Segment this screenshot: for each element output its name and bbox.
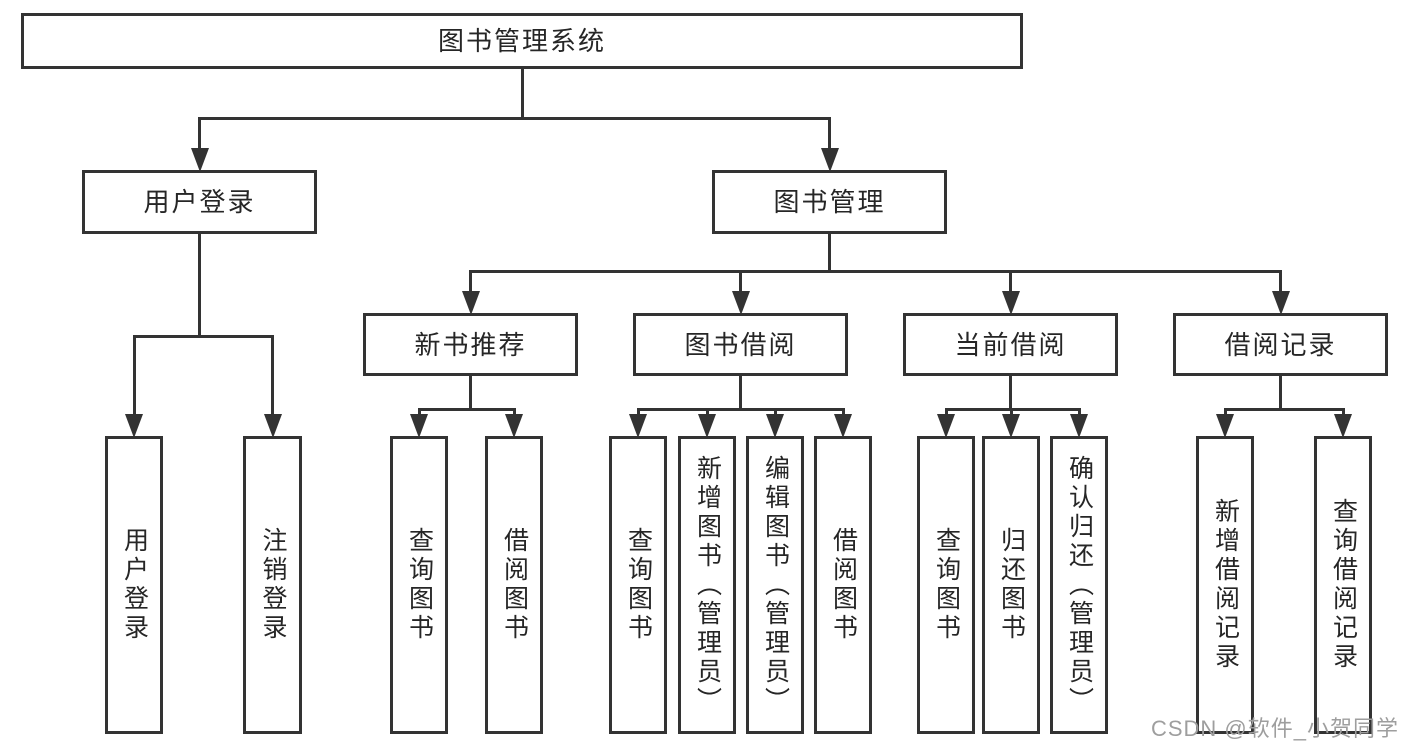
arrowhead-leaf-logout — [263, 414, 282, 438]
arrowhead-leaf-confirm-return — [1070, 414, 1088, 438]
connector-drop-leaf-edit-book — [773, 408, 777, 416]
node-label-new-book-rec: 新书推荐 — [414, 329, 527, 360]
node-label-book-borrow: 图书借阅 — [684, 329, 797, 360]
connector-feed-book-mgmt — [828, 234, 831, 273]
connector-drop-leaf-query-book-3 — [944, 408, 948, 416]
connector-drop-leaf-borrow-book-1 — [512, 408, 516, 416]
connector-drop-leaf-borrow-book-2 — [841, 408, 845, 416]
connector-drop-leaf-add-borrow-record — [1223, 408, 1227, 416]
node-leaf-borrow-book-2: 借阅图书 — [814, 436, 872, 734]
connector-bar-root — [198, 117, 831, 120]
node-label-leaf-add-book: 新增图书（管理员） — [693, 454, 722, 716]
node-leaf-user-login: 用户登录 — [105, 436, 163, 734]
arrowhead-book-borrow — [731, 291, 750, 315]
arrowhead-borrow-records — [1271, 291, 1290, 315]
connector-drop-new-book-rec — [469, 270, 472, 293]
node-leaf-add-book: 新增图书（管理员） — [678, 436, 736, 734]
node-leaf-add-borrow-record: 新增借阅记录 — [1196, 436, 1254, 734]
arrowhead-leaf-query-book-2 — [629, 414, 647, 438]
node-label-book-mgmt: 图书管理 — [773, 187, 886, 217]
node-label-root: 图书管理系统 — [437, 26, 606, 56]
connector-bar-current-borrow — [944, 408, 1081, 411]
arrowhead-leaf-user-login — [125, 414, 143, 438]
arrowhead-book-mgmt — [820, 148, 839, 172]
connector-drop-leaf-query-book-2 — [636, 408, 640, 416]
node-leaf-edit-book: 编辑图书（管理员） — [746, 436, 804, 734]
arrowhead-leaf-add-book — [698, 414, 716, 438]
node-label-leaf-borrow-book-2: 借阅图书 — [829, 527, 858, 643]
connector-feed-borrow-records — [1279, 376, 1282, 411]
node-leaf-return-book: 归还图书 — [982, 436, 1040, 734]
arrowhead-leaf-borrow-book-2 — [834, 414, 852, 438]
node-new-book-rec: 新书推荐 — [363, 313, 578, 376]
node-label-leaf-user-login: 用户登录 — [120, 527, 149, 643]
node-leaf-query-book-2: 查询图书 — [609, 436, 667, 734]
node-label-leaf-add-borrow-record: 新增借阅记录 — [1211, 498, 1240, 672]
node-book-mgmt: 图书管理 — [712, 170, 947, 234]
node-label-leaf-logout: 注销登录 — [259, 527, 287, 643]
arrowhead-leaf-edit-book — [766, 414, 784, 438]
connector-bar-book-mgmt — [469, 270, 1282, 273]
node-label-leaf-query-book-2: 查询图书 — [624, 527, 653, 643]
connector-bar-borrow-records — [1223, 408, 1345, 411]
node-label-user-login: 用户登录 — [143, 187, 256, 217]
connector-feed-new-book-rec — [469, 376, 472, 411]
node-leaf-query-borrow-record: 查询借阅记录 — [1314, 436, 1372, 734]
arrowhead-leaf-return-book — [1002, 414, 1020, 438]
connector-drop-user-login — [198, 117, 201, 150]
node-leaf-confirm-return: 确认归还（管理员） — [1050, 436, 1108, 734]
connector-drop-leaf-add-book — [705, 408, 709, 416]
arrowhead-user-login — [190, 148, 209, 172]
connector-drop-book-mgmt — [828, 117, 831, 150]
connector-feed-root — [520, 69, 524, 120]
arrowhead-new-book-rec — [461, 291, 480, 315]
node-label-current-borrow: 当前借阅 — [954, 329, 1067, 360]
connector-drop-current-borrow — [1009, 270, 1012, 293]
connector-drop-book-borrow — [739, 270, 742, 293]
node-label-leaf-edit-book: 编辑图书（管理员） — [761, 454, 790, 716]
connector-drop-leaf-query-book-1 — [417, 408, 421, 416]
connector-feed-current-borrow — [1009, 376, 1012, 411]
node-label-borrow-records: 借阅记录 — [1224, 329, 1337, 360]
node-label-leaf-borrow-book-1: 借阅图书 — [500, 527, 529, 643]
connector-drop-leaf-user-login — [132, 335, 136, 416]
arrowhead-leaf-query-book-1 — [410, 414, 428, 438]
node-leaf-borrow-book-1: 借阅图书 — [485, 436, 543, 734]
arrowhead-leaf-query-borrow-record — [1334, 414, 1352, 438]
arrowhead-leaf-borrow-book-1 — [505, 414, 523, 438]
watermark: CSDN @软件_小贺同学 — [1150, 716, 1399, 741]
connector-feed-user-login — [198, 234, 201, 338]
node-label-leaf-query-book-1: 查询图书 — [405, 527, 434, 643]
connector-feed-book-borrow — [739, 376, 742, 411]
node-borrow-records: 借阅记录 — [1173, 313, 1388, 376]
node-leaf-query-book-1: 查询图书 — [390, 436, 448, 734]
connector-bar-user-login — [132, 335, 274, 338]
connector-drop-leaf-return-book — [1009, 408, 1013, 416]
node-label-leaf-query-borrow-record: 查询借阅记录 — [1329, 498, 1358, 672]
arrowhead-current-borrow — [1001, 291, 1020, 315]
connector-drop-leaf-query-borrow-record — [1341, 408, 1345, 416]
node-user-login: 用户登录 — [82, 170, 317, 234]
node-root: 图书管理系统 — [21, 13, 1023, 69]
node-leaf-query-book-3: 查询图书 — [917, 436, 975, 734]
node-book-borrow: 图书借阅 — [633, 313, 848, 376]
connector-bar-new-book-rec — [417, 408, 516, 411]
node-label-leaf-query-book-3: 查询图书 — [932, 527, 961, 643]
connector-drop-leaf-confirm-return — [1077, 408, 1081, 416]
node-leaf-logout: 注销登录 — [243, 436, 302, 734]
connector-bar-book-borrow — [636, 408, 845, 411]
node-current-borrow: 当前借阅 — [903, 313, 1118, 376]
connector-drop-leaf-logout — [271, 335, 274, 416]
node-label-leaf-return-book: 归还图书 — [997, 527, 1026, 643]
arrowhead-leaf-query-book-3 — [937, 414, 955, 438]
connector-drop-borrow-records — [1279, 270, 1282, 293]
arrowhead-leaf-add-borrow-record — [1216, 414, 1234, 438]
node-label-leaf-confirm-return: 确认归还（管理员） — [1065, 454, 1094, 716]
